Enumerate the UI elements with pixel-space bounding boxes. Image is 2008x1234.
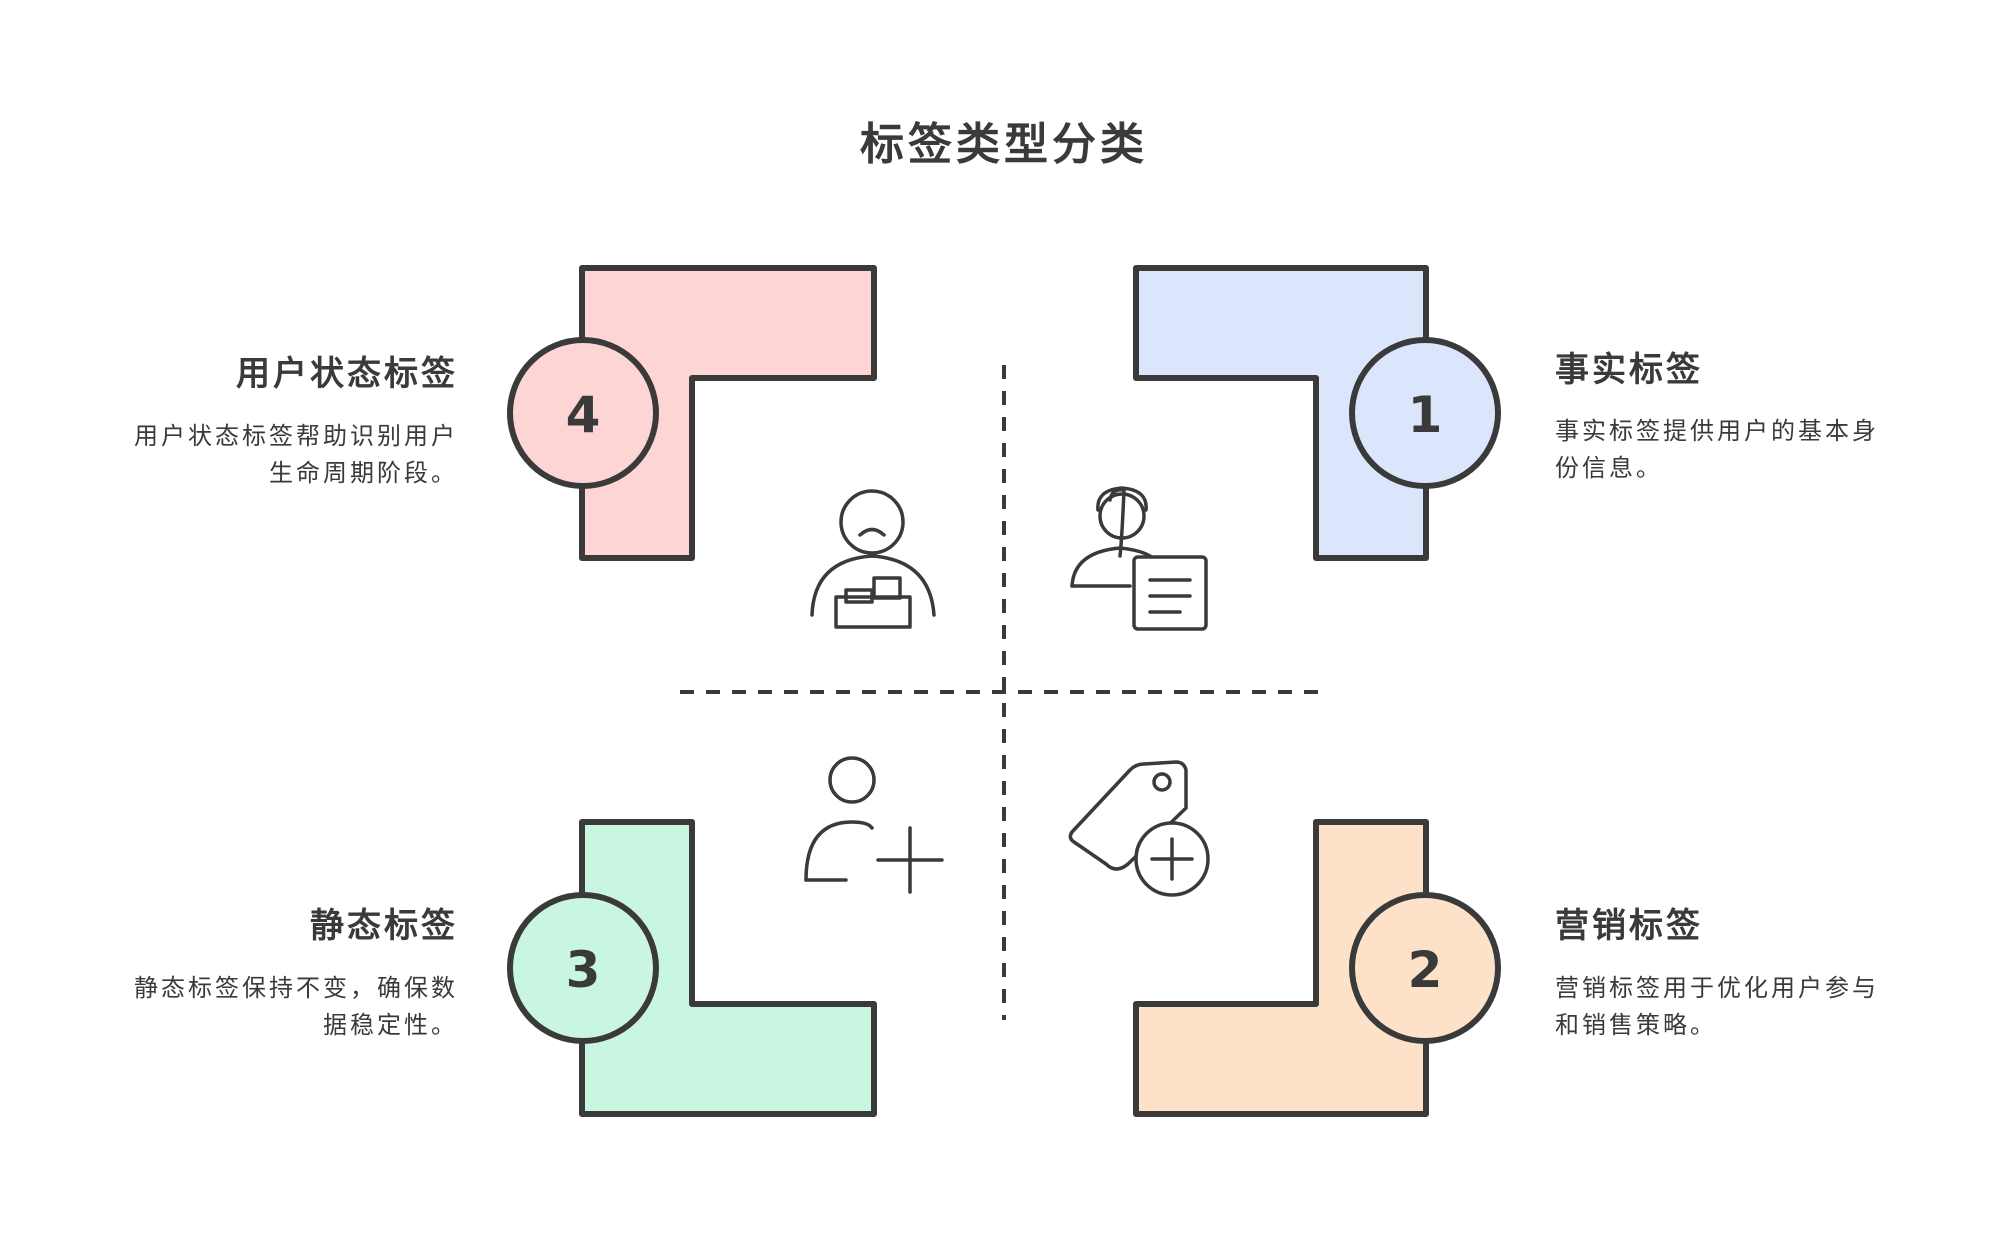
l-shape-green: [579, 819, 877, 1117]
heading-static: 静态标签: [310, 906, 458, 946]
l-shape-orange: [1133, 819, 1429, 1117]
block-fact: 1: [1133, 265, 1501, 561]
add-tag-icon: [1068, 760, 1210, 897]
number-badge-1: [1349, 337, 1501, 489]
number-badge-3: [507, 892, 659, 1044]
description-fact: 事实标签提供用户的基本身份信息。: [1555, 417, 1879, 482]
cross-divider: [680, 365, 1330, 1020]
number-4: 4: [566, 386, 601, 444]
description-static: 静态标签保持不变，确保数据稳定性。: [134, 974, 458, 1039]
number-2: 2: [1408, 941, 1443, 999]
heading-marketing: 营销标签: [1555, 906, 1703, 946]
add-user-icon: [804, 756, 944, 894]
number-3: 3: [566, 941, 601, 999]
heading-fact: 事实标签: [1555, 350, 1703, 390]
number-badge-4: [507, 337, 659, 489]
number-1: 1: [1408, 386, 1443, 444]
description-user-state: 用户状态标签帮助识别用户生命周期阶段。: [134, 422, 458, 487]
block-user-state: 4: [507, 265, 877, 561]
block-static: 3: [507, 819, 877, 1117]
heading-user-state: 用户状态标签: [236, 354, 458, 394]
l-shape-pink: [579, 265, 877, 561]
number-badge-2: [1349, 892, 1501, 1044]
l-shape-blue: [1133, 265, 1429, 561]
description-marketing: 营销标签用于优化用户参与和销售策略。: [1555, 974, 1879, 1039]
sad-user-at-desk-icon: [810, 489, 936, 629]
user-document-icon: [1070, 486, 1208, 631]
block-marketing: 2: [1133, 819, 1501, 1117]
diagram-title: 标签类型分类: [860, 119, 1148, 170]
